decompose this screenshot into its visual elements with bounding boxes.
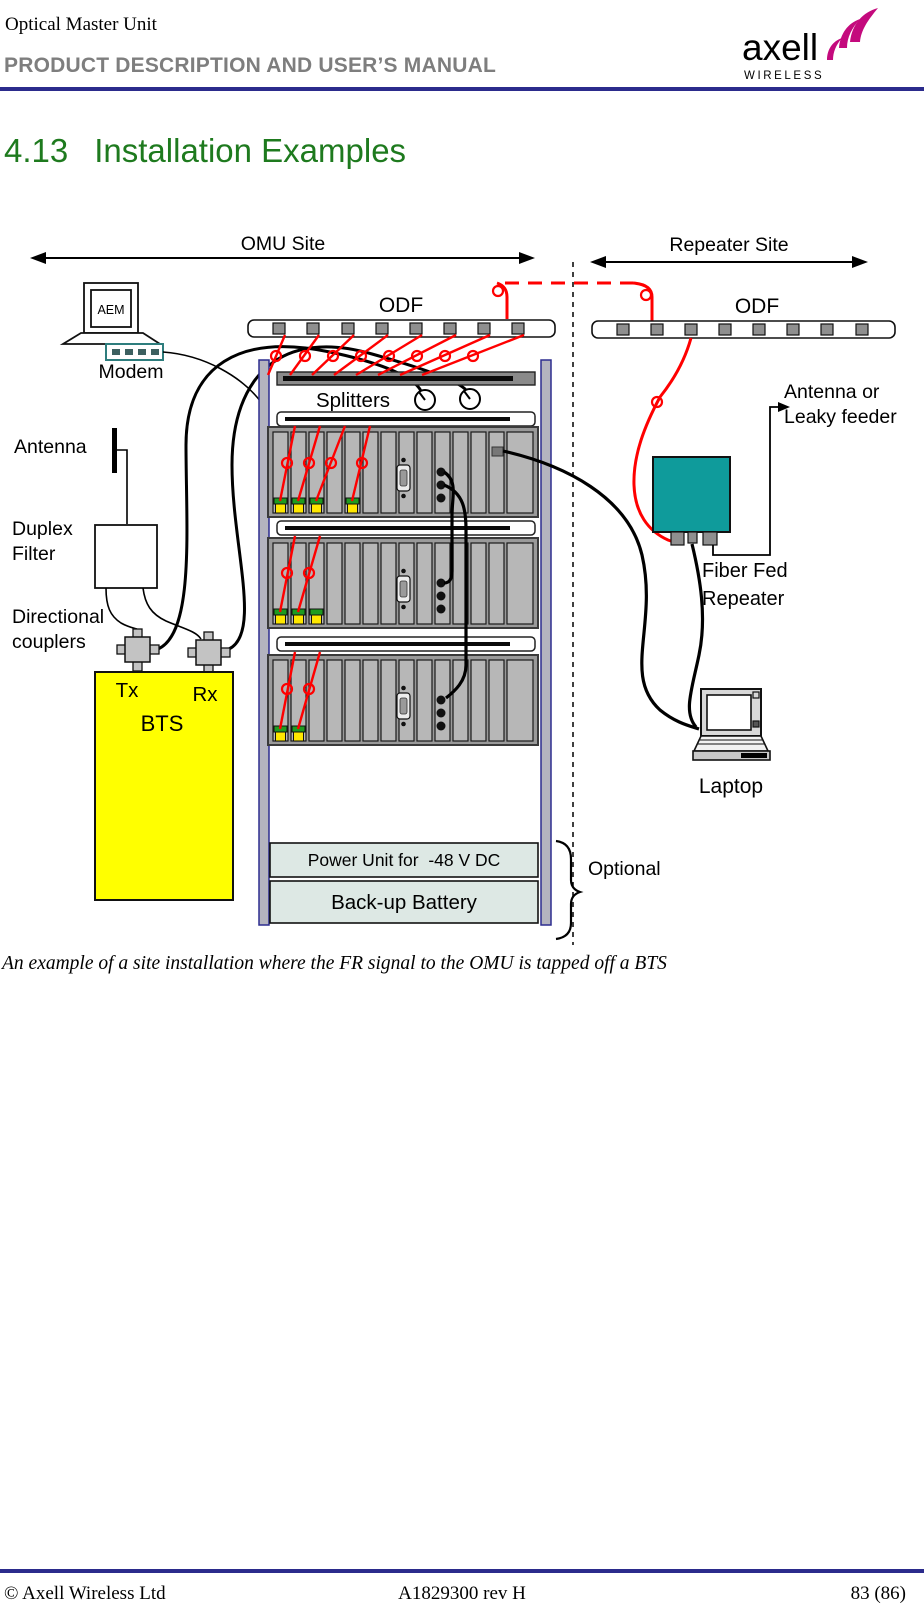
footer-divider	[0, 1569, 924, 1573]
modem-cable	[162, 351, 262, 403]
rack-shelf-2	[276, 520, 536, 536]
tx-label: Tx	[116, 679, 140, 702]
fiber-fed-repeater-box	[652, 456, 731, 546]
duplex-filter-box	[94, 524, 158, 589]
modem-box	[105, 343, 164, 361]
power-unit-label: Power Unit for -48 V DC	[308, 850, 501, 870]
fiber-fed-repeater-label-line1: Fiber Fed	[702, 560, 788, 582]
fiber-link-intersite	[496, 281, 654, 322]
directional-couplers-label-line1: Directional	[12, 606, 104, 628]
bts-label: BTS	[141, 711, 184, 736]
fiber-cables-units	[278, 425, 372, 730]
document-title: Optical Master Unit	[5, 14, 157, 35]
rack-unit-3	[267, 654, 539, 746]
rack-unit-1-cards	[272, 431, 534, 514]
laptop	[692, 688, 771, 761]
axell-wireless-logo: axell WIRELESS	[742, 8, 882, 93]
document-subtitle: PRODUCT DESCRIPTION AND USER’S MANUAL	[4, 54, 496, 77]
modem-label: Modem	[98, 361, 163, 383]
fiber-cables-odf-left	[266, 333, 525, 377]
repeater-to-laptop-cable	[687, 543, 705, 729]
backup-battery-box	[269, 880, 539, 924]
rack-shelf-1	[276, 411, 536, 427]
aem-label: AEM	[97, 303, 124, 317]
rack-rail-right	[540, 359, 552, 926]
section-heading: 4.13 Installation Examples	[4, 132, 406, 170]
duplex-to-tx-line	[105, 587, 138, 630]
section-number: 4.13	[4, 132, 69, 169]
footer-page-number: 83 (86)	[850, 1583, 906, 1604]
odf-left-label: ODF	[379, 294, 423, 317]
directional-couplers-label-line2: couplers	[12, 631, 86, 653]
fiber-loop	[491, 284, 505, 298]
site-arrow-omu: OMU Site	[30, 233, 535, 264]
logo-graphic: axell WIRELESS	[742, 8, 878, 82]
unit1-to-unit3-cable	[443, 483, 468, 700]
laptop-label: Laptop	[699, 775, 763, 798]
rack-unit-1	[267, 426, 539, 518]
rx-coupler-cable	[228, 345, 468, 651]
installation-diagram: OMU Site Repeater Site AEM Modem ODF	[0, 225, 924, 955]
rack-unit-2	[267, 537, 539, 629]
optional-label: Optional	[588, 858, 661, 880]
duplex-filter-label-line1: Duplex	[12, 518, 73, 540]
splitter-circle-2	[459, 388, 481, 410]
backup-battery-label: Back-up Battery	[331, 891, 478, 914]
fiber-fed-repeater-label-line2: Repeater	[702, 588, 785, 610]
antenna-leaky-label-line1: Antenna or	[784, 381, 880, 403]
optional-brace	[555, 839, 584, 941]
power-unit-box	[269, 842, 539, 878]
splitters-label: Splitters	[316, 389, 390, 412]
rack-shelf-3	[276, 636, 536, 652]
logo-swoosh-icon	[827, 8, 878, 60]
footer-doc-ref: A1829300 rev H	[398, 1583, 526, 1604]
antenna-bar	[112, 428, 117, 473]
antenna-to-duplex-line	[117, 449, 128, 524]
odf-left-panel	[247, 319, 556, 338]
odf-right-label: ODF	[735, 295, 779, 318]
repeater-site-label: Repeater Site	[669, 234, 788, 256]
unit1-to-unit2-cable	[443, 470, 455, 585]
rx-label: Rx	[192, 683, 218, 706]
antenna-feeder-arrow	[712, 402, 790, 556]
duplex-filter-label-line2: Filter	[12, 543, 56, 565]
figure-caption: An example of a site installation where …	[2, 953, 667, 974]
splitter-circle-1	[414, 389, 436, 411]
coupler-tx	[116, 628, 160, 672]
rack-to-laptop-cable	[502, 449, 700, 731]
rack-unit-2-cards	[272, 542, 534, 625]
odf-right-panel	[591, 320, 896, 339]
coupler-rx	[187, 631, 231, 675]
aem-computer: AEM	[59, 282, 164, 345]
rear-port	[491, 446, 504, 457]
duplex-to-rx-line	[142, 587, 202, 640]
rack-rail-left	[258, 359, 270, 926]
site-arrow-repeater: Repeater Site	[590, 234, 868, 268]
omu-site-label: OMU Site	[241, 233, 326, 255]
antenna-label: Antenna	[14, 436, 87, 458]
footer-copyright: © Axell Wireless Ltd	[4, 1583, 166, 1604]
header-divider	[0, 87, 924, 91]
logo-brand-text: axell	[742, 27, 818, 68]
section-title: Installation Examples	[94, 132, 407, 169]
fiber-loop	[639, 288, 653, 302]
splitter-shelf	[276, 371, 536, 386]
logo-tagline-text: WIRELESS	[744, 70, 824, 82]
tx-coupler-cable	[157, 345, 423, 651]
led-indicators	[436, 695, 446, 731]
antenna-leaky-label-line2: Leaky feeder	[784, 406, 897, 428]
bts-box	[94, 671, 234, 901]
rack-unit-3-cards	[272, 659, 534, 742]
